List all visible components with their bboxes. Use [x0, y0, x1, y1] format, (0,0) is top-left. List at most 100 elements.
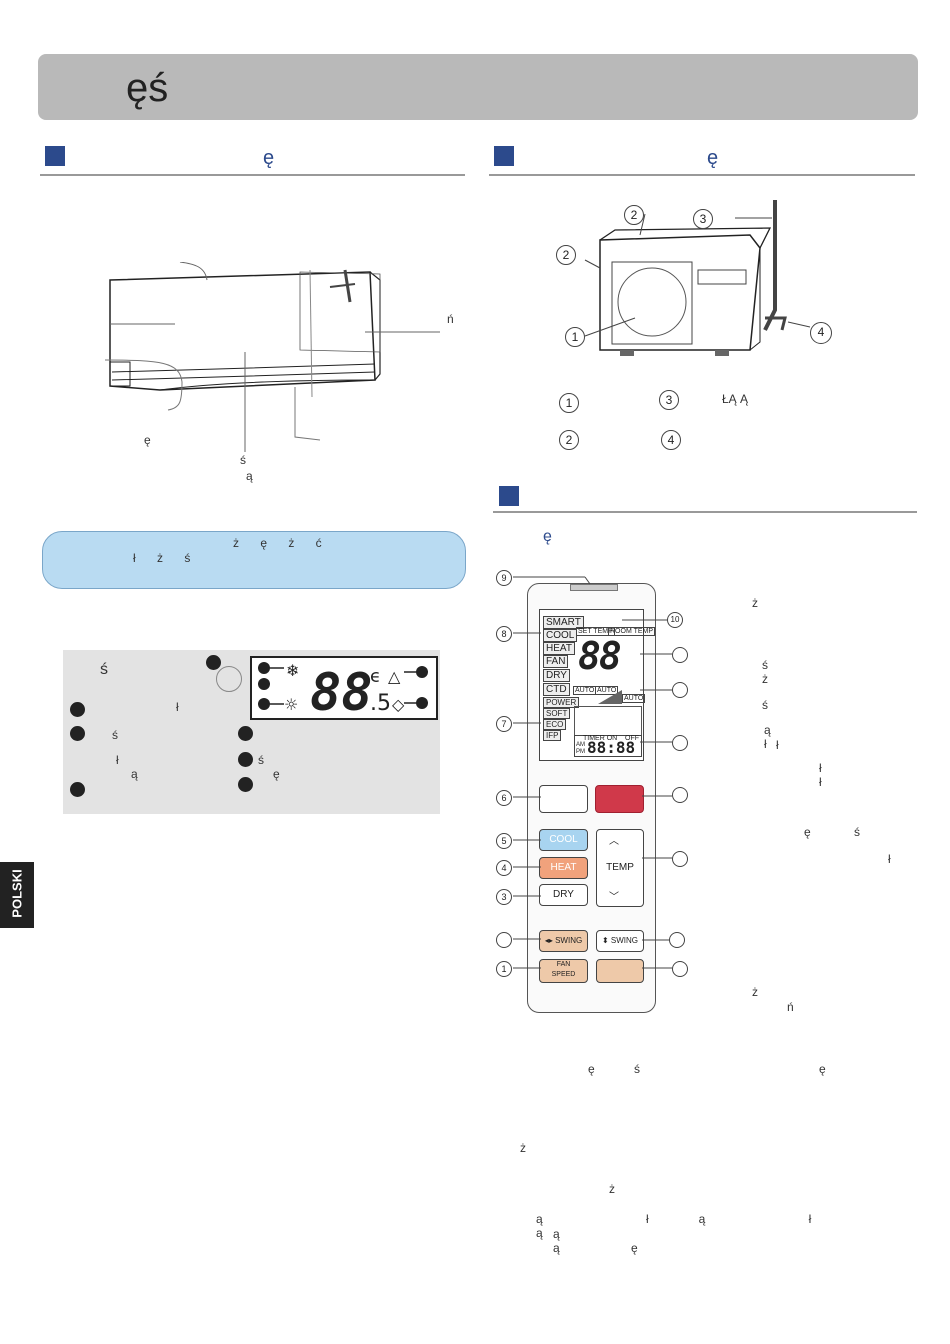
set-temp-label: SET TEMP [576, 627, 615, 636]
display-text-4: ł ś [116, 753, 332, 767]
outdoor-legend-text-3: ŁĄ Ą [722, 392, 749, 406]
mode-heat: HEAT [543, 642, 575, 655]
remote-desc-6: ł ł [819, 761, 884, 789]
remote-callout-r [672, 851, 688, 867]
remote-desc-2: ś ż [762, 658, 876, 686]
svg-text:.5: .5 [370, 691, 391, 716]
remote-desc-8: ł [888, 852, 891, 866]
remote-desc-7: ę ś [804, 825, 881, 839]
svg-text:ϵ: ϵ [370, 666, 381, 687]
outdoor-section-title: ę [707, 147, 719, 169]
mode-smart: SMART [543, 616, 584, 629]
outdoor-callout-1: 1 [565, 327, 585, 347]
remote-callout-empty [496, 932, 512, 948]
remote-callout-lines [513, 576, 591, 969]
note-line-4: ż [609, 1182, 615, 1196]
fan-auto-label: AUTO [622, 694, 646, 703]
section-marker [494, 146, 514, 166]
dry-button[interactable]: DRY [539, 884, 588, 906]
remote-desc-10: ń [787, 1000, 794, 1014]
display-text-1: ś [100, 661, 108, 678]
outdoor-legend-3: 3 [659, 390, 679, 410]
timer-on-label: TIMER ON [583, 735, 618, 742]
mode-ctd: CTD [543, 683, 570, 696]
remote-callout-r [672, 961, 688, 977]
remote-callout-5: 5 [496, 833, 512, 849]
outdoor-callout-4: 4 [810, 322, 832, 344]
receiver-icon [216, 666, 242, 692]
outdoor-callout-2: 2 [624, 205, 644, 225]
fan-speed-bars-icon [598, 690, 622, 704]
lcd-segments: ❄ ☼ 88 .5 ϵ △ ◇ [258, 661, 428, 716]
display-text-2: ł [176, 700, 179, 714]
timer-panel [574, 735, 642, 757]
ir-emitter [570, 584, 618, 591]
swing-vertical-button[interactable]: ⬍ SWING [596, 930, 644, 952]
display-dot [70, 702, 85, 717]
section-rule [40, 174, 465, 176]
section-rule [489, 174, 915, 176]
indoor-section-title: ę [263, 147, 275, 169]
pm-label: PM [576, 749, 585, 755]
remote-desc-9: ż [752, 985, 758, 999]
swing-horizontal-button[interactable]: ◂▸ SWING [539, 930, 588, 952]
remote-callout-r [672, 682, 688, 698]
indoor-unit-drawing [104, 262, 440, 452]
remote-callout-8: 8 [496, 626, 512, 642]
indoor-label-a: ń [447, 312, 454, 326]
remote-temp-digits: 88 [578, 634, 622, 678]
remote-desc-4: ą ł [764, 723, 841, 751]
extra-button[interactable] [596, 959, 644, 983]
mode-fan: FAN [543, 655, 569, 668]
remote-right-callout-lines [622, 619, 672, 969]
display-dot [70, 782, 85, 797]
snowflake-icon: ❄ [286, 661, 299, 680]
note-line-1: ę ś [588, 1062, 659, 1076]
remote-callout-4: 4 [496, 860, 512, 876]
note-line-7: ą ę [553, 1241, 672, 1255]
remote-callout-r [672, 647, 688, 663]
power-button[interactable] [595, 785, 644, 813]
note-callout [42, 531, 466, 589]
remote-callout-r [672, 735, 688, 751]
remote-callout-1: 1 [496, 961, 512, 977]
language-tab: POLSKI [0, 862, 34, 928]
display-dot [238, 726, 253, 741]
mode-cool: COOL [543, 629, 578, 642]
outdoor-unit-drawing [584, 200, 811, 356]
display-dot [70, 726, 85, 741]
outdoor-legend-1: 1 [559, 393, 579, 413]
page-title: ęś [126, 66, 169, 110]
room-temp-label: ROOM TEMP [608, 627, 656, 636]
indoor-lcd [250, 656, 438, 720]
remote-callout-7: 7 [496, 716, 512, 732]
outdoor-legend-4: 4 [661, 430, 681, 450]
heat-button[interactable]: HEAT [539, 857, 588, 879]
temp-down-icon: ﹀ [609, 892, 619, 903]
remote-callout-9: 9 [496, 570, 512, 586]
section-marker [45, 146, 65, 166]
temp-up-icon: ︿ [609, 836, 619, 847]
mode-dry: DRY [543, 669, 570, 682]
remote-callout-3: 3 [496, 889, 512, 905]
remote-section-title: ę [543, 528, 552, 545]
note-line-3: ż [520, 1141, 526, 1155]
remote-callout-r [672, 787, 688, 803]
display-dot [238, 752, 253, 767]
outdoor-callout-3: 3 [693, 209, 713, 229]
submode-power: POWER [543, 697, 580, 708]
display-text-3: ś [112, 728, 118, 742]
remote-desc-3: ś [762, 698, 768, 712]
remote-callout-r [669, 932, 685, 948]
temp-rocker-button[interactable]: TEMP [596, 829, 644, 907]
on-off-button[interactable] [539, 785, 588, 813]
indoor-label-c: ś [240, 453, 246, 467]
svg-text:88: 88 [310, 663, 373, 716]
timer-digits: 88:88 [587, 738, 636, 757]
display-text-5: ą ę [131, 767, 346, 781]
header-bar [38, 54, 918, 120]
indoor-label-b: ę [144, 433, 151, 447]
outdoor-legend-2: 2 [559, 430, 579, 450]
sun-icon: ☼ [284, 695, 298, 714]
